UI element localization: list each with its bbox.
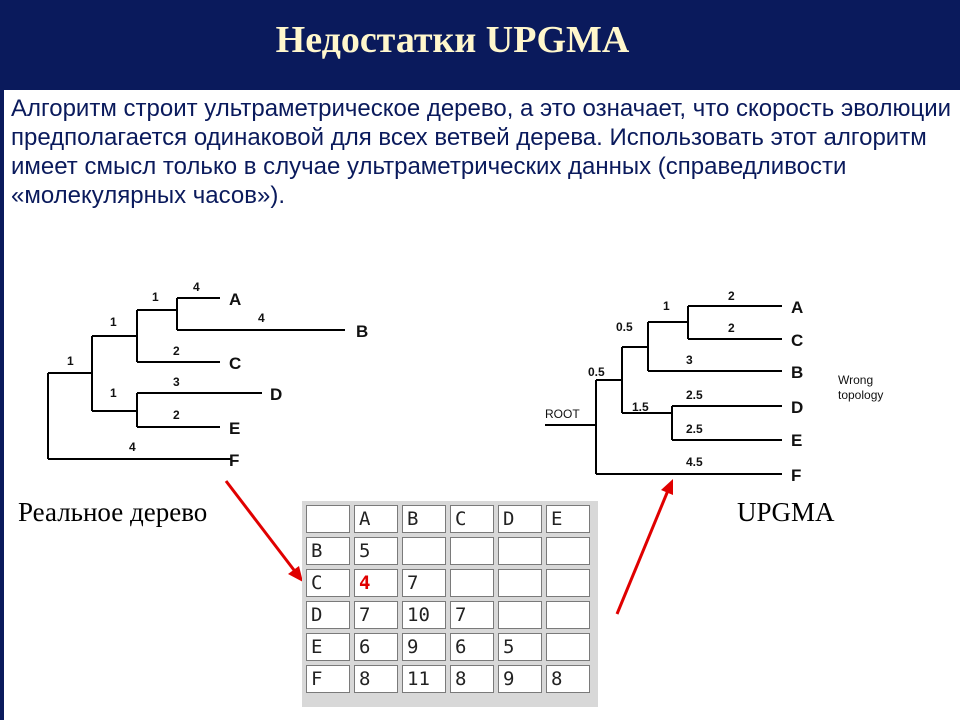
matrix-cell: 9 (498, 665, 542, 693)
description-paragraph: Алгоритм строит ультраметрическое дерево… (11, 95, 952, 209)
wrong-topology-note: Wrong (838, 373, 873, 387)
matrix-cell: 6 (354, 633, 398, 661)
branch-label: 3 (173, 375, 180, 389)
real-tree-leaves: A B C D E F (229, 290, 368, 470)
branch-label: 2 (173, 408, 180, 422)
branch-label: 1 (67, 354, 74, 368)
slide-title: Недостатки UPGMA (275, 19, 630, 61)
branch-label: 4 (258, 311, 265, 325)
branch-label: 4.5 (686, 455, 703, 469)
branch-label: 2 (173, 344, 180, 358)
leaf-label: B (791, 363, 803, 382)
matrix-cell: 6 (450, 633, 494, 661)
branch-label: 0.5 (616, 320, 633, 334)
branch-label: 2 (728, 321, 735, 335)
leaf-label: F (229, 451, 239, 470)
left-border (0, 90, 4, 720)
leaf-label: B (356, 322, 368, 341)
arrow-head (288, 566, 303, 582)
leaf-label: E (791, 431, 802, 450)
arrow-to-upgma (615, 487, 671, 615)
title-bar (0, 0, 960, 90)
matrix-cell (546, 537, 590, 565)
arrow-head (661, 479, 673, 495)
arrow-to-matrix (224, 480, 299, 575)
matrix-row-label: C (306, 569, 350, 597)
matrix-header-cell: D (498, 505, 542, 533)
upgma-tree (545, 305, 782, 475)
real-tree-branch-labels: 1 1 1 4 4 1 2 3 2 4 (67, 280, 265, 454)
branch-label: 1 (152, 290, 159, 304)
upgma-caption: UPGMA (737, 497, 835, 527)
matrix-corner-cell (306, 505, 350, 533)
leaf-label: C (229, 354, 241, 373)
matrix-cell (498, 537, 542, 565)
branch-label: 1 (110, 315, 117, 329)
matrix-cell (498, 601, 542, 629)
leaf-label: A (229, 290, 241, 309)
matrix-cell (402, 537, 446, 565)
leaf-label: A (791, 298, 803, 317)
matrix-cell: 7 (402, 569, 446, 597)
branch-label: 1 (663, 299, 670, 313)
matrix-row-label: D (306, 601, 350, 629)
red-arrows (224, 479, 673, 615)
branch-label: 0.5 (588, 365, 605, 379)
upgma-tree-labels: ROOT 0.5 0.5 1 2 2 3 1.5 2.5 2.5 4.5 A C… (545, 289, 883, 485)
matrix-cell: 5 (354, 537, 398, 565)
matrix-header-cell: B (402, 505, 446, 533)
distance-matrix: A B C D E B 5 C 4 7 D 7 10 7 E 6 9 6 5 F… (302, 501, 598, 707)
branch-label: 3 (686, 353, 693, 367)
matrix-cell: 5 (498, 633, 542, 661)
matrix-row-label: E (306, 633, 350, 661)
branch-label: 2.5 (686, 422, 703, 436)
matrix-cell (498, 569, 542, 597)
leaf-label: F (791, 466, 801, 485)
matrix-cell (450, 537, 494, 565)
matrix-header-cell: A (354, 505, 398, 533)
root-label: ROOT (545, 407, 580, 421)
leaf-label: E (229, 419, 240, 438)
leaf-label: D (270, 385, 282, 404)
wrong-topology-note: topology (838, 388, 883, 402)
real-tree-caption: Реальное дерево (18, 497, 208, 527)
branch-label: 1 (110, 386, 117, 400)
branch-label: 4 (193, 280, 200, 294)
matrix-header-cell: C (450, 505, 494, 533)
branch-label: 2.5 (686, 388, 703, 402)
branch-label: 4 (129, 440, 136, 454)
matrix-row-label: F (306, 665, 350, 693)
branch-label: 2 (728, 289, 735, 303)
matrix-cell: 8 (354, 665, 398, 693)
matrix-row-label: B (306, 537, 350, 565)
matrix-cell (546, 633, 590, 661)
matrix-cell: 7 (354, 601, 398, 629)
real-tree (47, 297, 345, 460)
matrix-cell: 10 (402, 601, 446, 629)
matrix-cell: 9 (402, 633, 446, 661)
matrix-cell: 11 (402, 665, 446, 693)
leaf-label: C (791, 331, 803, 350)
matrix-cell-highlighted: 4 (354, 569, 398, 597)
matrix-header-cell: E (546, 505, 590, 533)
matrix-cell: 8 (450, 665, 494, 693)
matrix-cell (450, 569, 494, 597)
leaf-label: D (791, 398, 803, 417)
matrix-cell (546, 601, 590, 629)
matrix-cell (546, 569, 590, 597)
matrix-cell: 7 (450, 601, 494, 629)
matrix-cell: 8 (546, 665, 590, 693)
branch-label: 1.5 (632, 400, 649, 414)
